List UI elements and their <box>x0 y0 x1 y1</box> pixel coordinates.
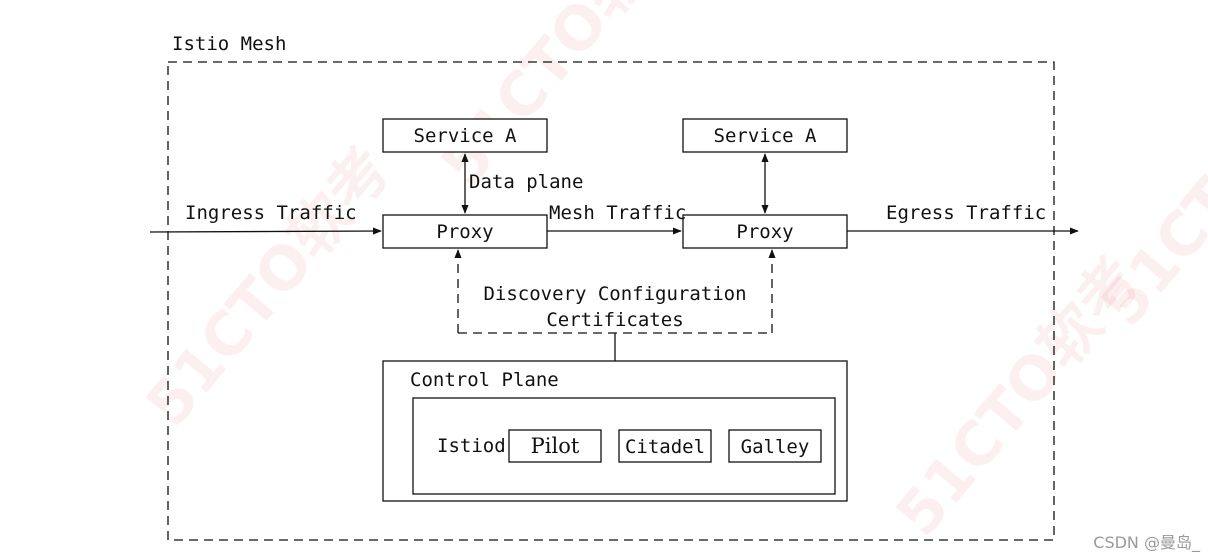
service-a-right: Service A <box>682 118 848 153</box>
proxy-right: Proxy <box>682 214 848 249</box>
watermark-text: 51CTO软考 <box>133 135 405 440</box>
pilot-box <box>508 429 602 463</box>
proxy-label: Proxy <box>736 221 793 243</box>
discovery-label-line1: Discovery Configuration <box>483 283 746 305</box>
citadel-box <box>618 429 712 463</box>
control-plane: Control Plane Istiod Pilot Citadel Galle… <box>382 360 848 502</box>
data-plane-label: Data plane <box>469 171 583 193</box>
watermark-text: 51CTO软考 <box>428 0 700 200</box>
service-label: Service A <box>414 125 518 147</box>
egress-label: Egress Traffic <box>886 202 1046 224</box>
galley-label: Galley <box>741 436 810 458</box>
proxy-left: Proxy <box>382 214 548 249</box>
proxy-box <box>682 214 848 249</box>
galley-box <box>728 429 822 463</box>
istio-mesh-boundary <box>167 61 1055 541</box>
service-box <box>682 118 848 153</box>
service-box <box>382 118 548 153</box>
citadel-label: Citadel <box>625 436 705 458</box>
service-a-left: Service A <box>382 118 548 153</box>
control-plane-label: Control Plane <box>410 369 559 391</box>
pilot-label: Pilot <box>531 434 580 458</box>
istio-mesh-label: Istio Mesh <box>172 33 286 55</box>
proxy-label: Proxy <box>436 221 493 243</box>
proxy-box <box>382 214 548 249</box>
watermark-text: 51CTO软考 <box>1088 35 1208 340</box>
service-label: Service A <box>714 125 818 147</box>
discovery-label-line2: Certificates <box>546 309 683 331</box>
mesh-traffic-label: Mesh Traffic <box>549 202 686 224</box>
ingress-arrow <box>149 227 382 235</box>
istiod-label: Istiod <box>437 435 506 457</box>
csdn-credit: CSDN @曼岛_ <box>1093 533 1201 553</box>
ingress-label: Ingress Traffic <box>185 202 357 224</box>
